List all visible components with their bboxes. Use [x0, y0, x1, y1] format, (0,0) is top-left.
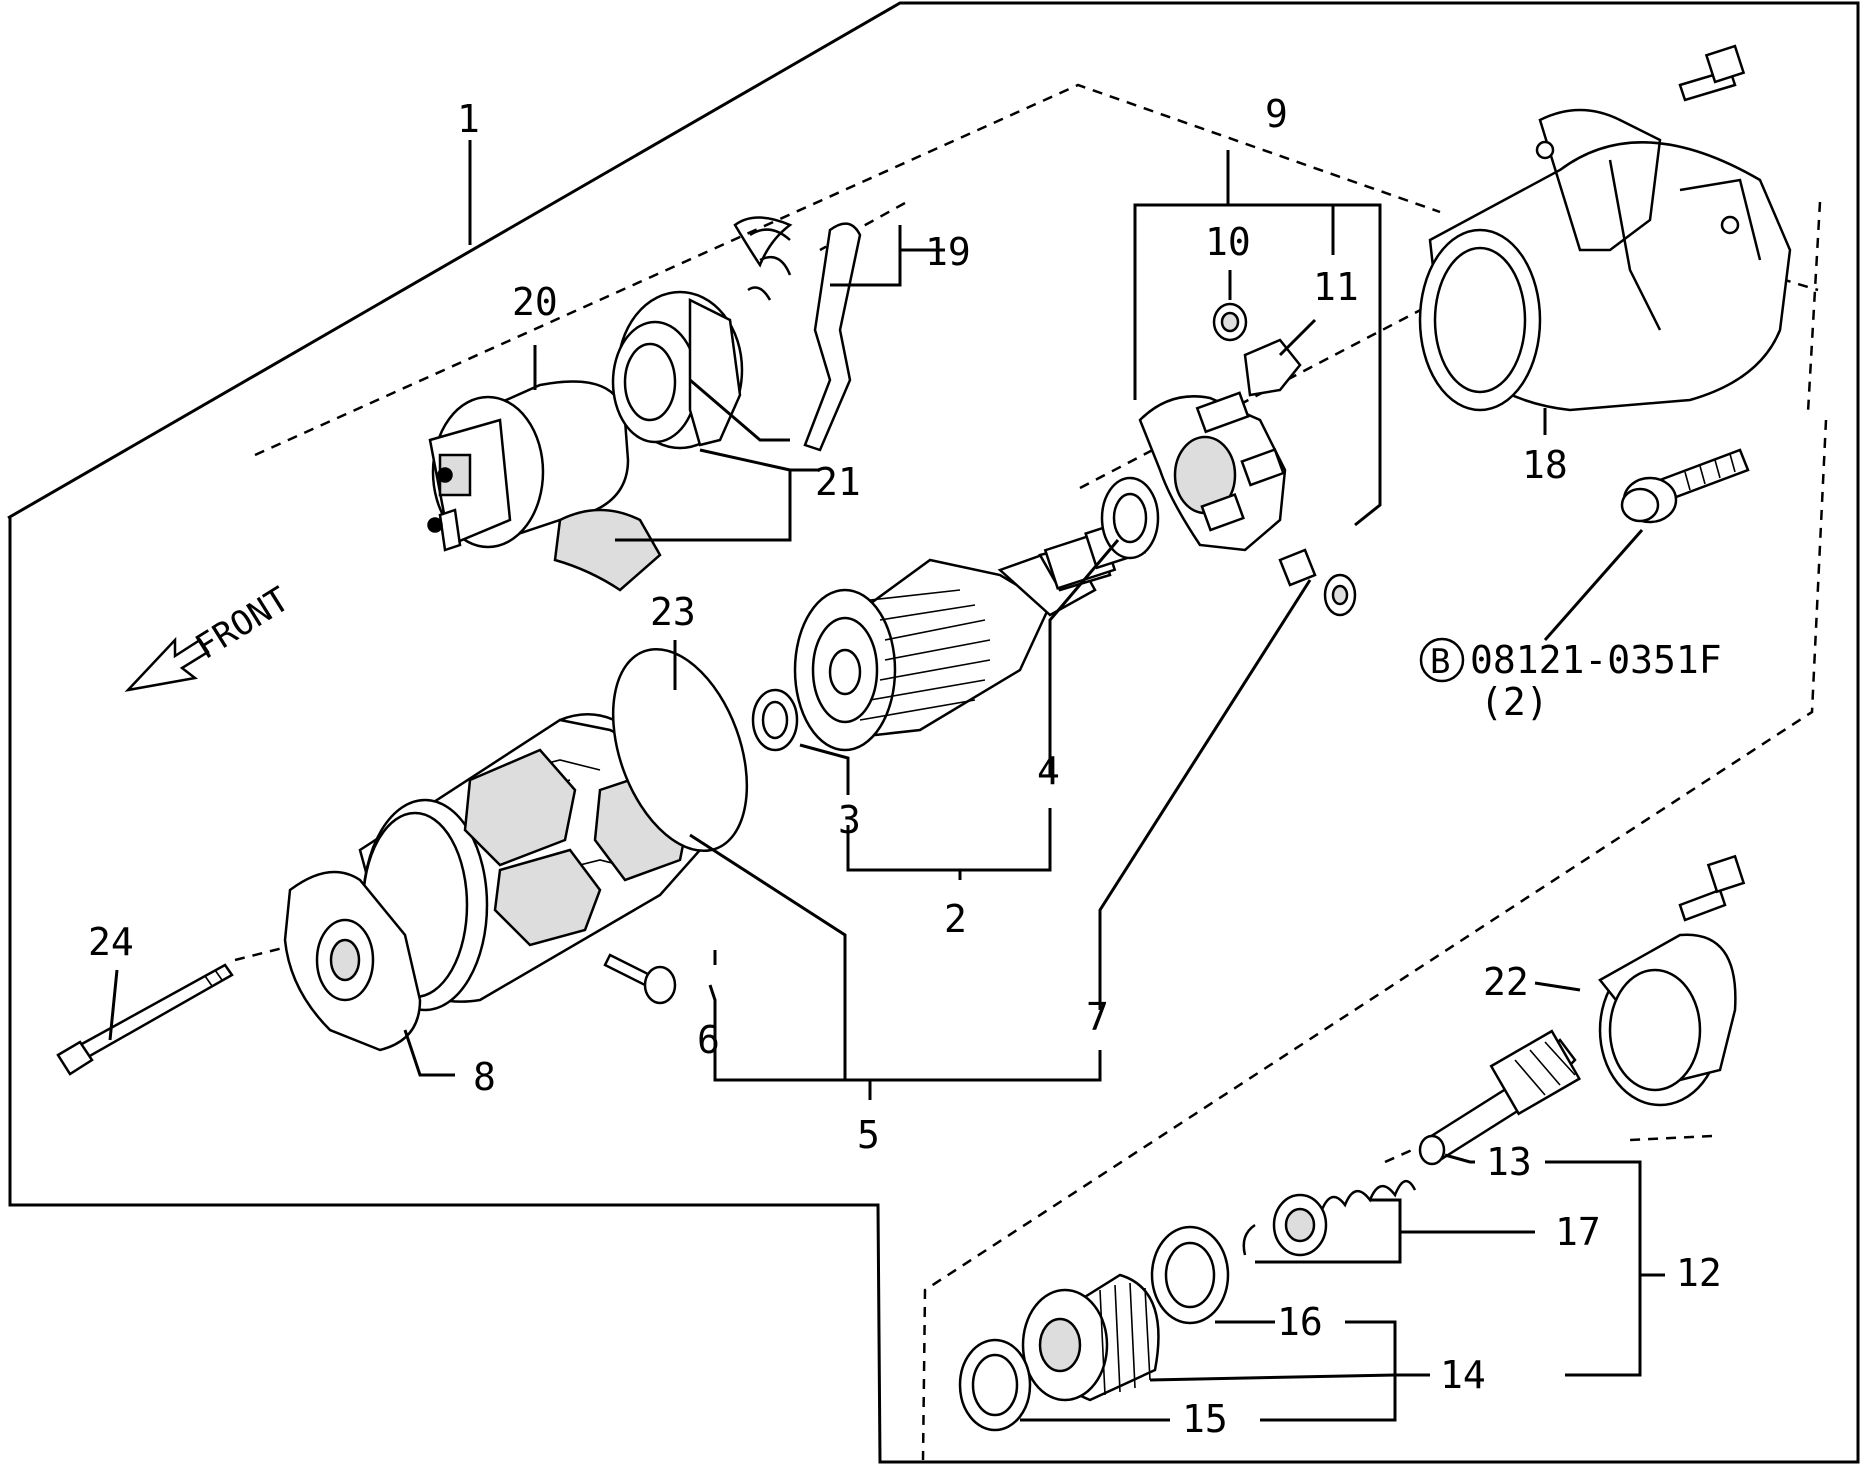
- callout-20: 20: [512, 280, 558, 324]
- spring-part: [1242, 1180, 1417, 1257]
- bolt-symbol: B: [1430, 642, 1450, 682]
- bolt-quantity: (2): [1480, 680, 1549, 724]
- front-direction-indicator: FRONT: [124, 579, 297, 692]
- clutch-bearing-16-part: [1150, 1225, 1230, 1325]
- callout-10: 10: [1205, 220, 1251, 264]
- callout-4: 4: [1037, 749, 1060, 793]
- callout-9: 9: [1265, 92, 1288, 136]
- solenoid-plates-part: [553, 290, 744, 592]
- callout-13: 13: [1486, 1140, 1532, 1184]
- assembly-boundary: [7, 1, 1860, 1464]
- o-ring-part: [611, 647, 749, 853]
- callout-18: 18: [1522, 443, 1568, 487]
- callout-11: 11: [1313, 265, 1359, 309]
- flange-bolt-part: [1620, 448, 1750, 524]
- housing-22-part: [1598, 854, 1746, 1107]
- callout-labels: 1 2 3 4 5 6 7 8 9 10 11 12 13 14 15 16 1…: [88, 92, 1722, 1441]
- callout-24: 24: [88, 920, 134, 964]
- gear-case-bolt-part: [1678, 44, 1746, 102]
- leader-lines: [108, 140, 1665, 1422]
- callout-3: 3: [838, 798, 861, 842]
- drive-lever-part: [733, 216, 862, 452]
- callout-1: 1: [457, 97, 480, 141]
- callout-21: 21: [815, 460, 861, 504]
- rear-cover-part: [283, 870, 422, 1052]
- callout-2: 2: [944, 897, 967, 941]
- gear-case-part: [1418, 108, 1792, 412]
- callout-6: 6: [697, 1018, 720, 1062]
- callout-15: 15: [1182, 1397, 1228, 1441]
- callout-22: 22: [1483, 960, 1529, 1004]
- pinion-clutch-14-part: [1021, 1273, 1160, 1402]
- callout-8: 8: [473, 1055, 496, 1099]
- callout-5: 5: [857, 1113, 880, 1157]
- front-label: FRONT: [189, 579, 297, 667]
- callout-12: 12: [1676, 1251, 1722, 1295]
- callout-16: 16: [1277, 1300, 1323, 1344]
- bearing-3-part: [751, 688, 799, 752]
- callout-19: 19: [925, 230, 971, 274]
- armature-part: [793, 516, 1146, 752]
- solenoid-switch-part: [427, 378, 661, 552]
- callout-17: 17: [1555, 1210, 1601, 1254]
- callout-23: 23: [650, 590, 696, 634]
- brush-holder-part: [1138, 302, 1357, 617]
- callout-7: 7: [1086, 995, 1109, 1039]
- bolt-part-number: 08121-0351F: [1470, 638, 1722, 682]
- pinion-shaft-part: [1418, 1029, 1582, 1166]
- screw-part: [603, 953, 677, 1005]
- bearing-15-part: [958, 1338, 1032, 1432]
- bolt-part-callout: B 08121-0351F (2): [1419, 637, 1722, 724]
- bearing-4-part: [1100, 476, 1160, 560]
- through-bolt-part: [56, 963, 234, 1076]
- callout-14: 14: [1440, 1353, 1486, 1397]
